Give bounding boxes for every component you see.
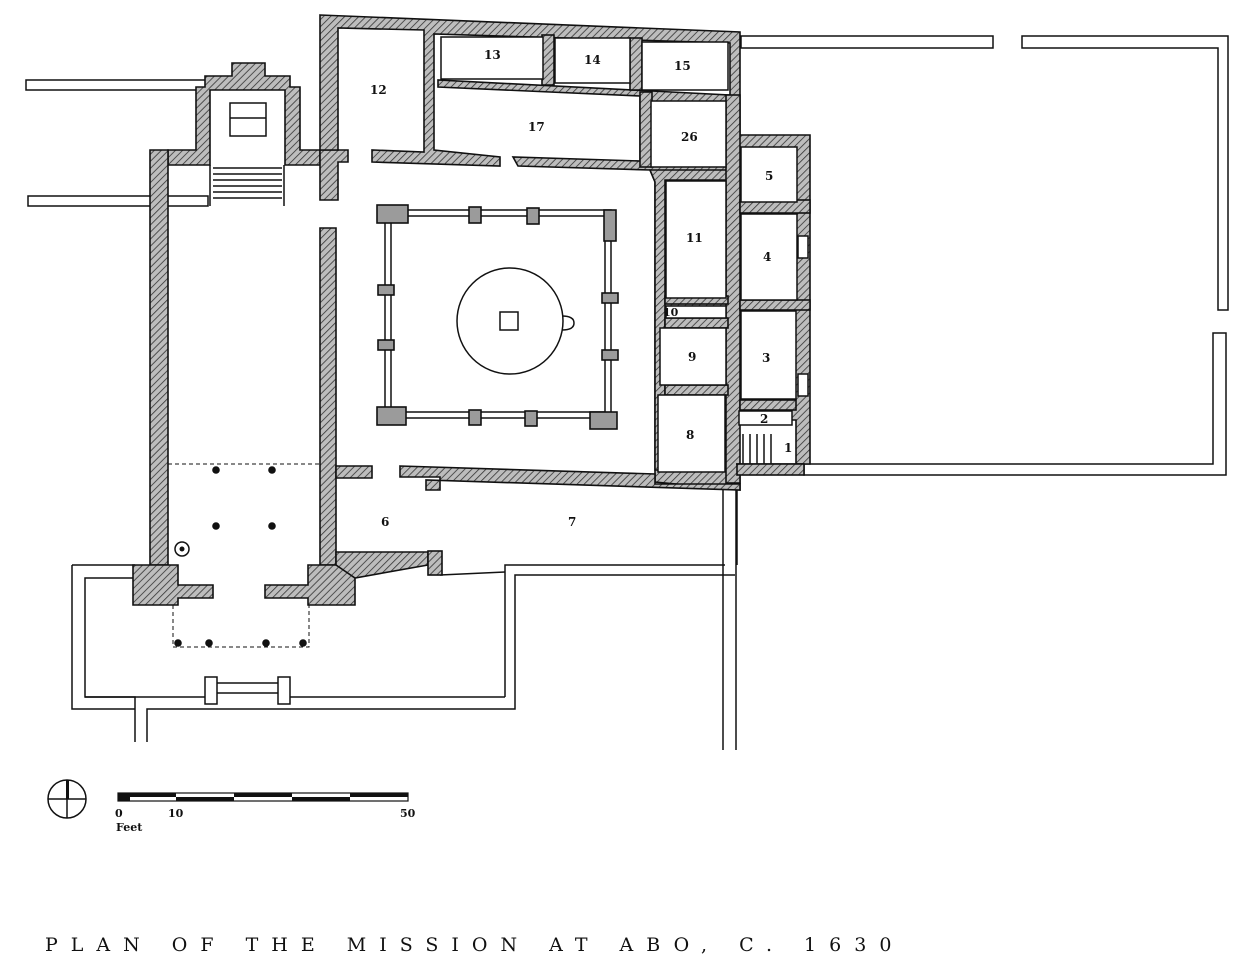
room-label-9: 9	[688, 350, 696, 364]
scale-tick-50: 50	[400, 807, 416, 820]
scale-tick-10: 10	[168, 807, 184, 820]
altar	[229, 102, 267, 137]
room-labels: 12 13 14 15 17 26 5 11 4 10 9 3 2 8 1 6 …	[370, 48, 792, 529]
church	[132, 62, 356, 648]
room-label-6: 6	[381, 515, 389, 529]
entry-steps	[736, 434, 805, 476]
scale-bar: 0 10 50 Feet	[115, 792, 416, 834]
room-label-8: 8	[686, 428, 694, 442]
cloister	[376, 204, 619, 430]
room-label-5: 5	[765, 169, 773, 183]
room-label-12: 12	[370, 83, 387, 97]
cistern	[456, 267, 575, 375]
scale-unit-label: Feet	[116, 821, 143, 834]
plan-caption: PLAN OF THE MISSION AT ABO, C. 1630	[45, 934, 905, 956]
room-label-10: 10	[663, 306, 679, 319]
porch-posts	[174, 639, 307, 647]
room-label-14: 14	[584, 53, 601, 67]
room-label-7: 7	[568, 515, 576, 529]
room-label-3: 3	[762, 351, 770, 365]
room-label-1: 1	[784, 441, 792, 455]
baptismal-font	[174, 541, 190, 557]
room-label-13: 13	[484, 48, 501, 62]
room-label-2: 2	[760, 412, 768, 426]
room-label-4: 4	[763, 250, 771, 264]
compass-icon	[47, 779, 87, 819]
room-outlines	[440, 36, 809, 473]
room-label-15: 15	[674, 59, 691, 73]
room-label-26: 26	[681, 130, 698, 144]
outer-corral-walls	[25, 35, 1229, 750]
room-label-17: 17	[528, 120, 545, 134]
room-label-11: 11	[686, 231, 703, 245]
altar-steps	[209, 165, 285, 206]
scale-tick-0: 0	[115, 807, 123, 820]
choir-loft-posts	[212, 466, 276, 530]
